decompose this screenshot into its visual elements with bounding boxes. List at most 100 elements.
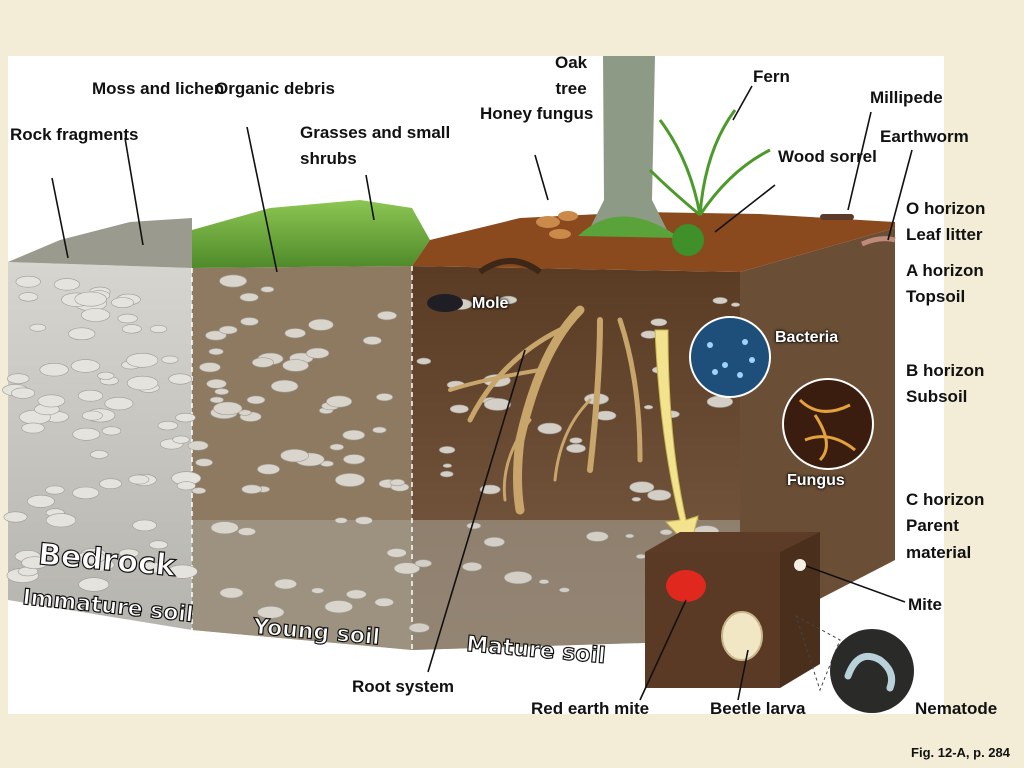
pebble — [274, 578, 298, 590]
pebble — [77, 550, 106, 564]
pebble — [559, 587, 570, 593]
fern-plant — [648, 109, 771, 217]
pebble — [260, 286, 275, 293]
beetle-larva-label: Beetle larva — [710, 699, 806, 718]
zoom-box-side — [780, 532, 820, 688]
mole-figure — [427, 294, 463, 312]
b-horizon-label: B horizon Subsoil — [906, 361, 985, 407]
wood-sorrel-label: Wood sorrel — [778, 147, 877, 166]
pebble — [111, 297, 135, 308]
honey-fungus-cluster — [536, 211, 578, 239]
honey-fungus-label: Honey fungus — [480, 104, 594, 123]
pebble — [149, 540, 169, 550]
pebble — [499, 295, 518, 305]
zoom-box-front — [645, 552, 780, 688]
pebble — [70, 359, 101, 373]
earthworm-figure — [860, 236, 896, 247]
pebble — [72, 486, 100, 500]
pebble — [97, 371, 115, 380]
pebble — [68, 327, 96, 341]
pebble — [214, 388, 229, 395]
pebble — [414, 559, 432, 568]
grasses-label: Grasses and small shrubs — [300, 123, 451, 169]
pebble — [625, 533, 635, 539]
pebble — [257, 463, 280, 475]
pebble — [440, 470, 454, 478]
organic-debris-label: Organic debris — [215, 79, 335, 98]
rocky-surface — [8, 218, 192, 268]
pebble — [251, 357, 274, 368]
oak-trunk — [588, 56, 668, 232]
fungus-inset — [782, 378, 874, 470]
pebble — [635, 553, 647, 559]
pebble — [647, 489, 672, 501]
mole-label: Mole — [472, 295, 509, 312]
pebble — [386, 548, 407, 558]
nematode-zoom-cone — [795, 614, 841, 692]
pebble — [213, 401, 243, 416]
pebble — [257, 605, 285, 619]
pebble — [72, 427, 101, 441]
pebble — [308, 318, 334, 331]
mite-figure — [794, 559, 806, 571]
pebble — [362, 336, 382, 345]
a-horizon-label: A horizon Topsoil — [906, 261, 984, 307]
pebble — [730, 302, 740, 307]
mite-label: Mite — [908, 595, 942, 614]
pebble — [650, 318, 668, 327]
pebble — [149, 324, 168, 333]
pebble — [537, 422, 562, 435]
pebble — [39, 363, 69, 377]
pebble — [74, 291, 107, 307]
pebble — [270, 379, 299, 393]
pebble — [208, 348, 224, 356]
pebble — [157, 420, 179, 431]
pebble — [45, 513, 77, 528]
pebble — [566, 443, 586, 454]
pebble — [161, 355, 179, 364]
pebble — [416, 357, 431, 365]
pebble — [219, 274, 248, 288]
moss-and-lichen-label: Moss and lichen — [92, 79, 225, 98]
o-horizon-label: O horizon Leaf litter — [906, 199, 986, 245]
grass-surface — [192, 200, 430, 268]
pebble — [118, 548, 139, 558]
millipede-label: Millipede — [870, 88, 943, 107]
pebble — [45, 485, 65, 495]
pebble — [442, 463, 453, 468]
pebble — [240, 317, 259, 326]
bacteria-inset — [689, 316, 771, 398]
pebble — [3, 511, 28, 523]
pebble — [53, 278, 81, 291]
bacteria-cells — [707, 339, 755, 378]
wood-sorrel-plant — [672, 224, 704, 256]
pebble — [90, 450, 109, 459]
pebble — [80, 308, 111, 322]
young-soil-rocks — [187, 274, 421, 619]
pebble — [175, 412, 196, 423]
moss-base — [578, 216, 680, 238]
leader-lines — [51, 85, 913, 701]
pebble — [126, 375, 159, 391]
rock-fragments-label: Rock fragments — [10, 125, 139, 144]
pebble — [21, 422, 45, 434]
pebble — [712, 297, 728, 305]
pebble — [408, 622, 430, 633]
pebble — [138, 561, 164, 574]
fungus-hyphae — [798, 398, 856, 462]
pebble — [205, 330, 227, 341]
pebble — [37, 394, 66, 408]
pebble — [27, 494, 55, 508]
pebble — [479, 484, 501, 495]
pebble — [284, 328, 306, 339]
pebble — [342, 429, 366, 441]
zoom-box-top — [645, 532, 820, 552]
pebble — [538, 579, 550, 585]
pebble — [187, 440, 209, 451]
bacteria-label: Bacteria — [775, 329, 839, 346]
c-horizon-label: C horizon Parent material — [906, 490, 985, 562]
pebble — [483, 398, 511, 411]
pebble — [132, 519, 157, 532]
pebble — [11, 387, 35, 399]
